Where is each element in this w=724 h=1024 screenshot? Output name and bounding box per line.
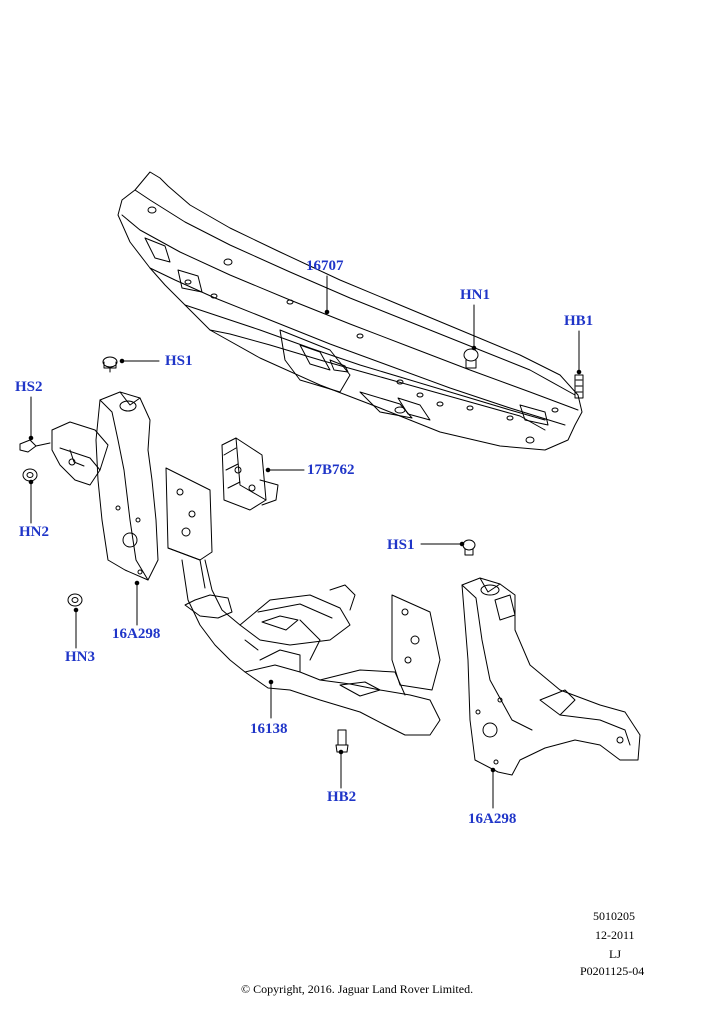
callout-17b762: 17B762 [307, 462, 355, 478]
callout-16a298-left: 16A298 [112, 626, 161, 642]
callout-hn3: HN3 [65, 649, 95, 665]
callout-hs2: HS2 [15, 379, 43, 395]
callout-16138: 16138 [250, 721, 288, 737]
leader-lines [28, 275, 582, 809]
callout-hn2: HN2 [19, 524, 49, 540]
reference-date: 12-2011 [595, 928, 635, 942]
hb2-bolt [335, 729, 349, 753]
callout-hn1: HN1 [460, 287, 490, 303]
upper-cross-member [117, 171, 583, 451]
callout-hs1-left: HS1 [165, 353, 193, 369]
reference-code: 5010205 [593, 909, 635, 923]
center-subframe [165, 467, 441, 736]
right-bracket [461, 577, 641, 776]
left-bracket [51, 391, 159, 581]
left-fasteners [19, 356, 118, 607]
right-fasteners [462, 348, 584, 556]
reference-initials: LJ [609, 947, 621, 961]
callout-hs1-right: HS1 [387, 537, 415, 553]
callout-hb1: HB1 [564, 313, 594, 329]
copyright-notice: © Copyright, 2016. Jaguar Land Rover Lim… [241, 982, 474, 996]
bracket-17b762 [221, 437, 279, 511]
callout-hb2: HB2 [327, 789, 357, 805]
callout-16a298-right: 16A298 [468, 811, 517, 827]
callout-16707: 16707 [306, 258, 344, 274]
reference-part-number: P0201125-04 [580, 964, 645, 978]
